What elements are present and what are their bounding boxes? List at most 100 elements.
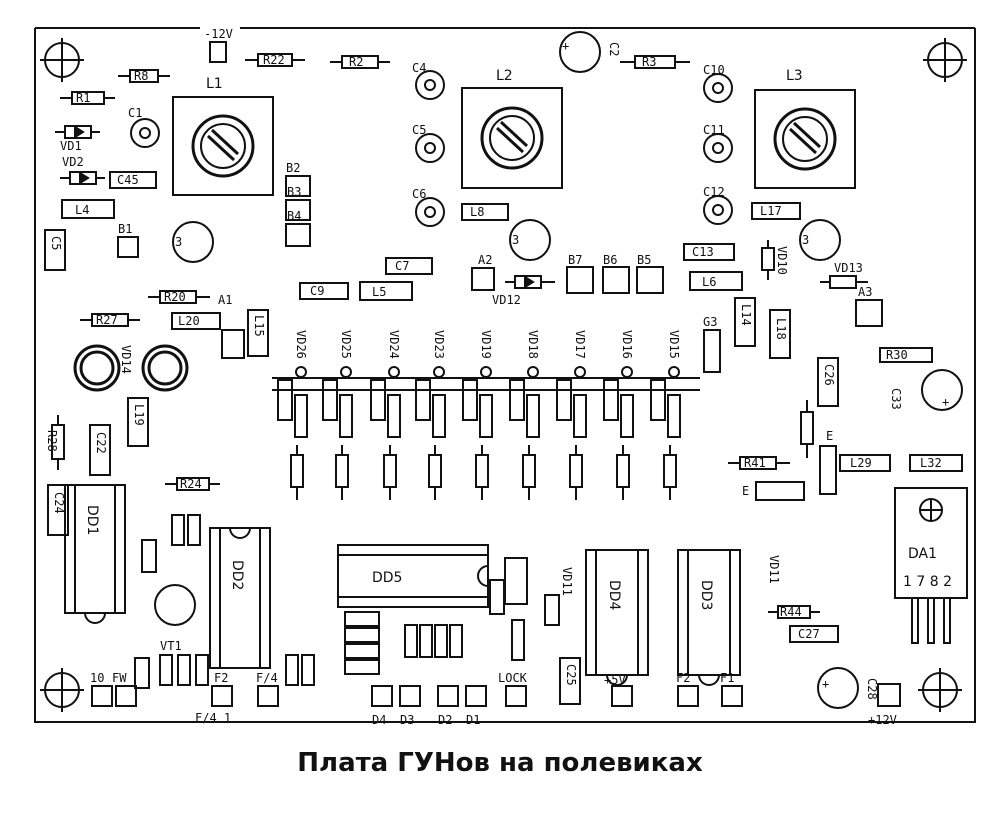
chip-label: DD5 [372,570,402,586]
electrolytic-cap-c28: + [817,667,859,709]
trim-cap-label: C5 [412,123,426,137]
pad-label: B1 [118,222,132,236]
diode-column-label: VD26 [294,330,308,359]
diode-column-label: VD24 [387,330,401,359]
resistor-r24 [165,477,220,491]
electrolytic-cap-label: C33 [889,388,903,410]
pad-label: B4 [287,209,301,223]
resistor-group [51,53,933,619]
resistor-r29 [800,400,814,458]
resistor-r8 [118,69,170,83]
pad-label: B2 [286,161,300,175]
resistor-r44 [768,605,820,619]
bottom-pad-label: F2 [676,671,690,685]
smd-label: L18 [774,318,788,340]
diode-column-array [272,366,700,438]
diode-column-label: VD18 [526,330,540,359]
resistor-label: R28 [45,430,59,452]
pad-label: B5 [637,253,651,267]
smd-label: L15 [252,315,266,337]
bottom-pad-label: F/4 [256,671,278,685]
column-resistor [428,445,442,500]
pad-label: B3 [287,185,301,199]
resistor-r3 [620,55,690,69]
diode-column [603,366,634,438]
bottom-pad-label: D2 [438,713,452,727]
chip-label: DA1 [908,546,937,562]
resistor-label: R8 [134,69,148,83]
bottom-pad-label: LOCK [498,671,528,685]
smd-group [44,171,963,705]
smd-label: C7 [395,259,409,273]
column-resistor [522,445,536,500]
diode-label: VD12 [492,293,521,307]
diode-label: VD10 [775,246,789,275]
diode-column [322,366,353,438]
smd-label: C9 [310,284,324,298]
diode-label: VD13 [834,261,863,275]
smd-label: L19 [132,404,146,426]
trim-cap-c5 [415,133,445,163]
smd-label: L32 [920,456,942,470]
resistor-label: R41 [744,456,766,470]
chip-dd4 [585,549,649,686]
mount-hole-tl [40,38,84,82]
pad-label: -12V [204,27,233,41]
resistor-label: R20 [164,290,186,304]
trim-cap-label: C1 [128,106,142,120]
diode-column-label: VD16 [620,330,634,359]
inductor-label: L1 [206,76,223,92]
smd-label: C5 [49,236,63,250]
column-resistor [616,445,630,500]
pad-label: E [826,429,833,443]
resistor-r27 [80,313,140,327]
mount-hole-br [918,668,962,712]
column-resistor [290,445,304,500]
resistor-label: R24 [180,477,202,491]
trim-cap-c6 [415,197,445,227]
smd-label: C45 [117,173,139,187]
smd-label: L20 [178,314,200,328]
pad-group [117,175,883,501]
bottom-pad-label: D4 [372,713,386,727]
chip-dd2 [209,527,271,669]
svg-text:+: + [942,395,949,409]
mounting-holes [40,38,967,712]
svg-text:3: 3 [512,233,519,247]
smd-label: L5 [372,285,386,299]
smd-label: L17 [760,204,782,218]
pad-label: G3 [703,315,717,329]
diode-column [509,366,540,438]
chip-label: DD4 [606,580,622,611]
smd-label: L8 [470,205,484,219]
trim-cap-c11 [703,133,733,163]
column-resistor [569,445,583,500]
resistor-label: R27 [96,313,118,327]
trim-cap-label: C10 [703,63,725,77]
smd-label: C13 [692,245,714,259]
smd-label: C26 [822,364,836,386]
column-resistor [475,445,489,500]
trim-cap-c12 [703,195,733,225]
diode-column [650,366,681,438]
resistor-row [290,445,677,500]
bottom-pad-label: F2 [214,671,228,685]
pad-label: B6 [603,253,617,267]
resistor-label: R44 [780,605,802,619]
smd-label: C22 [94,432,108,454]
diode-column-label: VD23 [432,330,446,359]
svg-text:+: + [822,677,829,691]
regulator-pins: 1 7 8 2 [903,574,952,590]
resistor-label: R3 [642,55,656,69]
resistor-label: R22 [263,53,285,67]
pad-label: A2 [478,253,492,267]
chip-dd5 [337,544,489,608]
smd-label: L6 [702,275,716,289]
inductor-l3: L3 [754,68,856,189]
smd-label: L29 [850,456,872,470]
diode-column-label: VD15 [667,330,681,359]
pad-label: E [742,484,749,498]
resistor-cluster-dd5 [344,557,560,675]
svg-text:3: 3 [175,235,182,249]
pad-label: +12V [868,713,897,727]
